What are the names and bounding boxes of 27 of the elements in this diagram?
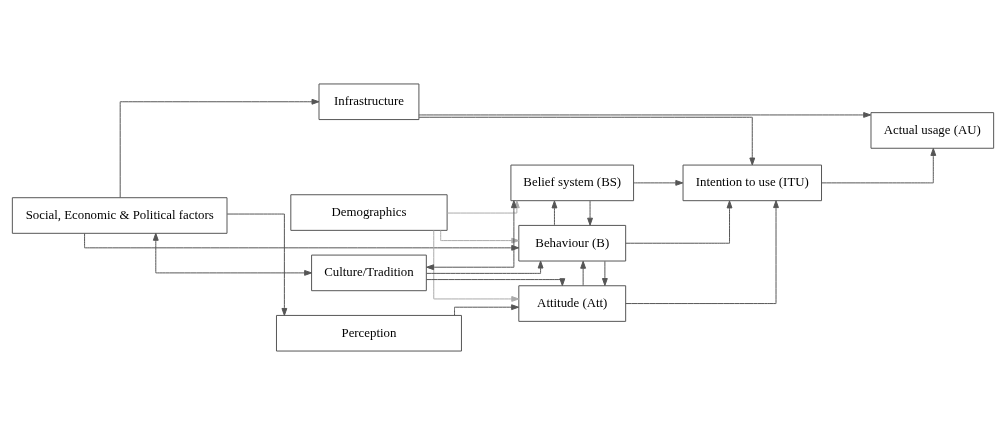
node-box: Social, Economic & Political factors: [11, 196, 228, 234]
arrow: [551, 199, 558, 226]
node-box: Perception: [275, 314, 462, 352]
arrow: [625, 200, 733, 244]
arrow: [633, 179, 684, 186]
arrow: [625, 199, 779, 304]
arrow: [425, 277, 566, 286]
arrow: [426, 199, 517, 270]
arrow: [226, 213, 288, 316]
node-box: Infrastructure: [318, 82, 420, 120]
node-box: Culture/Tradition: [311, 254, 427, 291]
node-box: Belief system (BS): [510, 164, 635, 201]
arrow: [821, 147, 937, 183]
arrow: [152, 232, 313, 276]
arrow: [119, 98, 320, 198]
arrow: [601, 260, 608, 286]
arrow: [587, 200, 593, 226]
arrow: [426, 260, 544, 274]
arrow: [454, 303, 520, 316]
arrow: [418, 116, 756, 165]
node-box: Behaviour (B): [518, 224, 627, 262]
arrow: [580, 260, 587, 286]
node-box: Demographics: [290, 193, 448, 231]
node-box: Attitude (Att): [518, 284, 627, 322]
node-box: Actual usage (AU): [870, 111, 995, 149]
node-box: Intention to use (ITU): [682, 164, 823, 201]
arrow: [418, 111, 872, 118]
